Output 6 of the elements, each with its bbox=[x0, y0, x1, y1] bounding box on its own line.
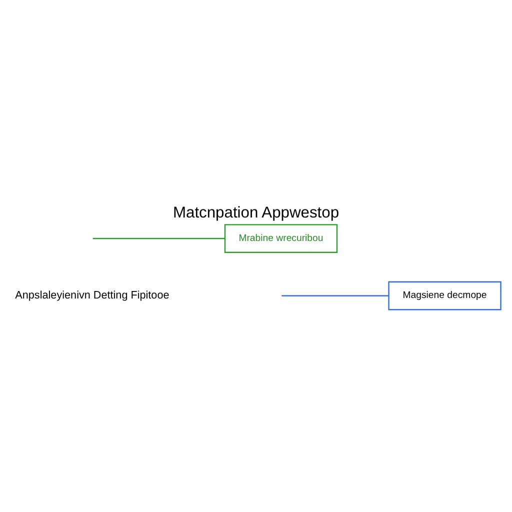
node-box: Mrabine wrecuribou bbox=[224, 224, 338, 253]
label: Anpslaleyienivn Detting Fipitooe bbox=[15, 289, 170, 302]
connector bbox=[282, 295, 389, 296]
diagram-title: Matcnpation Appwestop bbox=[172, 204, 340, 222]
node-box: Magsiene decmope bbox=[388, 281, 502, 310]
connector bbox=[92, 238, 225, 240]
